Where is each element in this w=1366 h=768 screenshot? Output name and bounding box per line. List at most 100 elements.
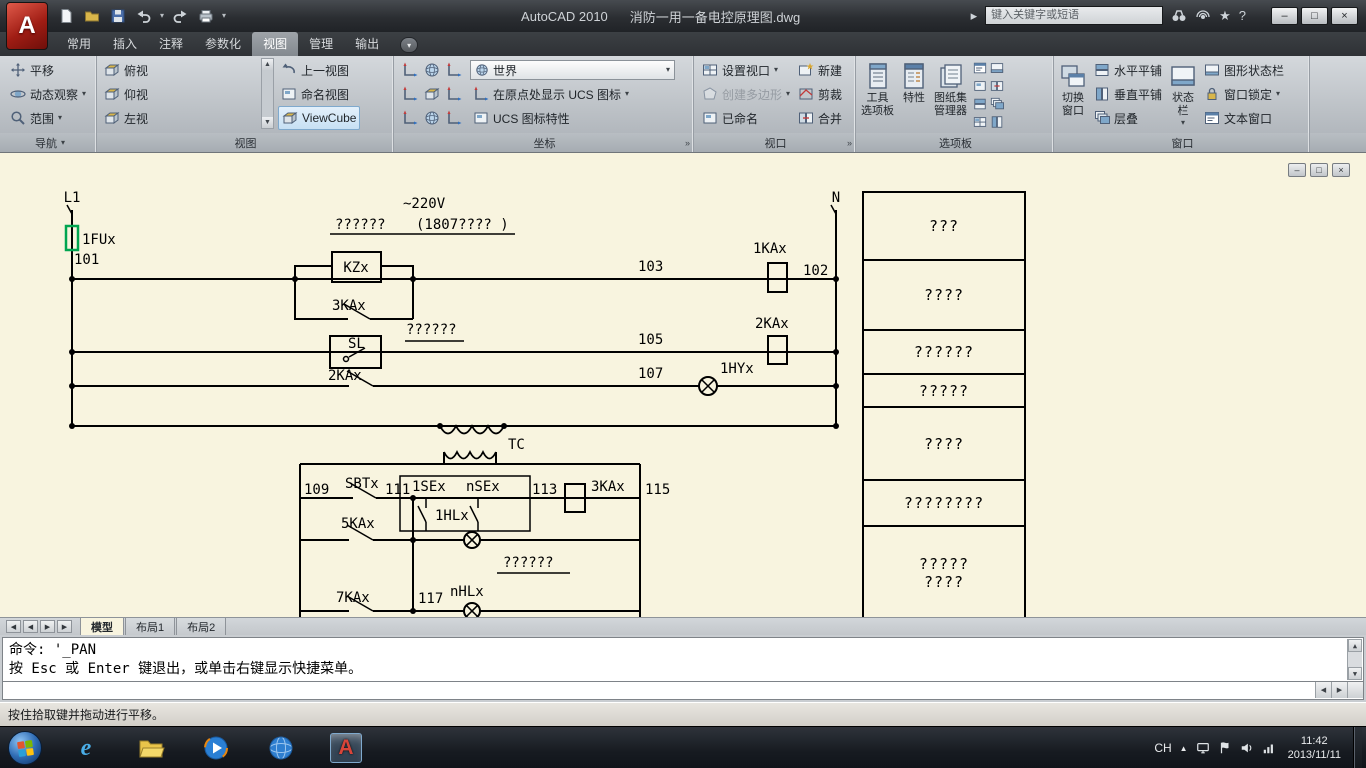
ucs-button-2[interactable]: [424, 62, 440, 78]
first-layout-button[interactable]: ◀: [6, 620, 21, 633]
palette-mini-button-6[interactable]: [990, 97, 1004, 111]
join-viewport-button[interactable]: 合并: [795, 106, 845, 130]
ucs-button-1[interactable]: [402, 62, 418, 78]
drawing-area[interactable]: L1 N ~220V ?????? (1807???? ) 1FUx 101 K…: [0, 152, 1366, 617]
display-tray-icon[interactable]: [1196, 741, 1210, 755]
drawing-canvas[interactable]: L1 N ~220V ?????? (1807???? ) 1FUx 101 K…: [8, 158, 1358, 617]
tab-insert[interactable]: 插入: [102, 32, 148, 56]
open-file-button[interactable]: [82, 6, 102, 26]
ribbon-minimize-button[interactable]: ▾: [400, 37, 418, 53]
palette-mini-button-2[interactable]: [990, 61, 1004, 75]
close-button[interactable]: ×: [1331, 7, 1358, 25]
last-layout-button[interactable]: ▶: [57, 620, 72, 633]
network-icon[interactable]: [1262, 741, 1276, 755]
tab-manage[interactable]: 管理: [298, 32, 344, 56]
pan-button[interactable]: 平移: [7, 58, 93, 82]
scroll-up-icon[interactable]: ▲: [262, 59, 273, 70]
properties-button[interactable]: 特性: [900, 58, 928, 131]
taskbar-mediaplayer-button[interactable]: [200, 733, 232, 763]
new-viewport-button[interactable]: 新建: [795, 58, 845, 82]
ucs-button-5[interactable]: [424, 86, 440, 102]
tool-palettes-button[interactable]: 工具 选项板: [861, 58, 894, 131]
tab-home[interactable]: 常用: [56, 32, 102, 56]
new-file-button[interactable]: [56, 6, 76, 26]
view-bottom-button[interactable]: 仰视: [101, 82, 261, 106]
viewcube-toggle[interactable]: ViewCube: [278, 106, 360, 130]
palette-mini-button-5[interactable]: [973, 97, 987, 111]
communication-center-icon[interactable]: [1195, 8, 1211, 24]
search-input[interactable]: 键入关键字或短语: [985, 6, 1163, 25]
orbit-button[interactable]: 动态观察▾: [7, 82, 93, 106]
infocenter-expand-icon[interactable]: ▸: [971, 8, 978, 24]
panel-title-coordinates[interactable]: 坐标»: [396, 133, 694, 152]
palette-mini-button-7[interactable]: [973, 115, 987, 129]
tab-layout1[interactable]: 布局1: [125, 617, 175, 637]
window-lock-button[interactable]: 窗口锁定▾: [1201, 82, 1287, 106]
ucs-button-9[interactable]: [446, 110, 462, 126]
action-center-icon[interactable]: [1218, 741, 1232, 755]
create-polygonal-button[interactable]: 创建多边形▾: [699, 82, 793, 106]
show-desktop-button[interactable]: [1353, 727, 1362, 768]
view-top-button[interactable]: 俯视: [101, 58, 261, 82]
named-viewports-button[interactable]: 已命名: [699, 106, 793, 130]
named-views-button[interactable]: 命名视图: [278, 82, 360, 106]
set-viewport-button[interactable]: 设置视口▾: [699, 58, 793, 82]
tile-horizontally-button[interactable]: 水平平铺: [1091, 58, 1165, 82]
taskbar-explorer-button[interactable]: [135, 733, 167, 763]
command-scrollbar[interactable]: ▲ ▼: [1347, 639, 1362, 680]
palette-mini-button-4[interactable]: [990, 79, 1004, 93]
plot-button[interactable]: [196, 6, 216, 26]
save-button[interactable]: [108, 6, 128, 26]
panel-title-window[interactable]: 窗口: [1056, 133, 1310, 152]
minimize-button[interactable]: –: [1271, 7, 1298, 25]
taskbar-autocad-button[interactable]: A: [330, 733, 362, 763]
search-icon[interactable]: [1171, 8, 1187, 24]
doc-minimize-button[interactable]: –: [1288, 163, 1306, 177]
hidden-icons-button[interactable]: ▲: [1180, 744, 1188, 753]
ucs-combo[interactable]: 世界 ▾: [470, 60, 675, 80]
cascade-button[interactable]: 层叠: [1091, 106, 1165, 130]
tab-annotate[interactable]: 注释: [148, 32, 194, 56]
ucs-button-8[interactable]: [424, 110, 440, 126]
start-button[interactable]: [8, 731, 42, 765]
tab-model[interactable]: 模型: [80, 617, 124, 637]
switch-windows-button[interactable]: 切换 窗口: [1059, 58, 1087, 131]
ucs-button-6[interactable]: [446, 86, 462, 102]
status-bar-button[interactable]: 状态 栏▾: [1169, 58, 1197, 131]
application-menu-button[interactable]: A: [6, 2, 48, 50]
text-window-button[interactable]: 文本窗口: [1201, 106, 1287, 130]
prev-layout-button[interactable]: ◀: [23, 620, 38, 633]
command-input[interactable]: ◀ ▶: [2, 682, 1364, 700]
volume-icon[interactable]: [1240, 741, 1254, 755]
favorites-star-icon[interactable]: ★: [1219, 8, 1231, 24]
taskbar-browser-button[interactable]: [265, 733, 297, 763]
palette-mini-button-8[interactable]: [990, 115, 1004, 129]
ucs-button-4[interactable]: [402, 86, 418, 102]
tab-layout2[interactable]: 布局2: [176, 617, 226, 637]
resize-grip[interactable]: [1347, 682, 1363, 698]
qat-customize-icon[interactable]: ▾: [222, 12, 226, 20]
panel-title-views[interactable]: 视图: [98, 133, 394, 152]
drawing-status-bar-button[interactable]: 图形状态栏: [1201, 58, 1287, 82]
doc-restore-button[interactable]: □: [1310, 163, 1328, 177]
command-hscrollbar[interactable]: ◀ ▶: [1315, 682, 1363, 698]
language-indicator[interactable]: CH: [1154, 741, 1171, 755]
tile-vertically-button[interactable]: 垂直平铺: [1091, 82, 1165, 106]
scroll-down-icon[interactable]: ▼: [1348, 667, 1362, 680]
arrow-right-icon[interactable]: ▶: [1331, 682, 1347, 698]
panel-title-viewports[interactable]: 视口»: [696, 133, 856, 152]
taskbar-ie-button[interactable]: e: [70, 733, 102, 763]
next-layout-button[interactable]: ▶: [40, 620, 55, 633]
command-history[interactable]: 命令: '_PAN 按 Esc 或 Enter 键退出，或单击右键显示快捷菜单。…: [2, 637, 1364, 682]
tab-view[interactable]: 视图: [252, 32, 298, 56]
help-icon[interactable]: ?: [1239, 8, 1246, 23]
arrow-left-icon[interactable]: ◀: [1315, 682, 1331, 698]
panel-title-palettes[interactable]: 选项板: [858, 133, 1054, 152]
doc-close-button[interactable]: ×: [1332, 163, 1350, 177]
previous-view-button[interactable]: 上一视图: [278, 58, 360, 82]
chevron-down-icon[interactable]: ▾: [160, 12, 164, 20]
redo-button[interactable]: [170, 6, 190, 26]
tab-parametric[interactable]: 参数化: [194, 32, 252, 56]
maximize-button[interactable]: □: [1301, 7, 1328, 25]
palette-mini-button-3[interactable]: [973, 79, 987, 93]
